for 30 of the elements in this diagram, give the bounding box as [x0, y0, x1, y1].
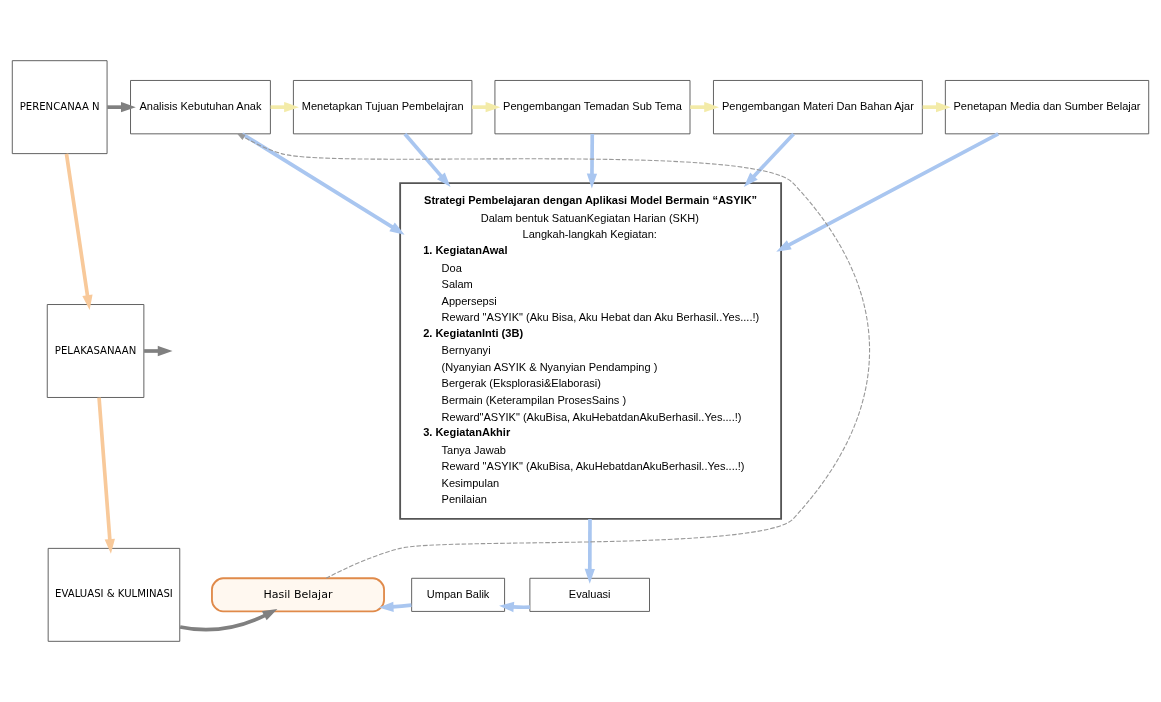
arrow	[584, 519, 595, 584]
arrow	[499, 601, 530, 613]
arrow	[97, 397, 115, 554]
arrow	[586, 133, 598, 189]
node-box: Pengembangan Materi Dan Bahan Ajar	[713, 80, 923, 135]
node-box: Pengembangan Temadan Sub Tema	[494, 80, 691, 135]
arrow	[922, 101, 951, 113]
arrow	[107, 101, 136, 113]
node-box: Evaluasi	[529, 577, 650, 612]
arrow	[776, 132, 1000, 252]
arrow	[144, 345, 173, 357]
arrow	[236, 133, 871, 579]
node-box: Strategi Pembelajaran dengan Aplikasi Model Bermain “ASYIK” Dalam bentuk SatuanKegiatan Harian (SKH) Langkah-langkah Kegiatan: 1. KegiatanAwal Doa Salam Appersepsi Reward "ASYIK" (Aku Bisa, Aku Hebat dan Aku Berhasil..Yes....!) 2. KegiatanInti (3B) Bernyanyi (Nyanyian ASYIK & Nyanyian Pendamping ) Bergerak (Eksplorasi&Elaborasi) Bermain (Keterampilan ProsesSains ) Reward"ASYIK" (AkuBisa, AkuHebatdanAkuBerhasil..Yes....!) 3. KegiatanAkhir Tanya Jawab Reward "ASYIK" (AkuBisa, AkuHebatdanAkuBerhasil..Yes....!) Kesimpulan Penilaian	[399, 182, 782, 520]
node-box: PELAKASANAAN	[46, 304, 145, 398]
arrow	[743, 132, 795, 187]
node-box: Hasil Belajar	[211, 577, 385, 613]
node-box: Umpan Balik	[411, 577, 506, 612]
node-box: Analisis Kebutuhan Anak	[130, 80, 271, 135]
node-box: Menetapkan Tujuan Pembelajran	[292, 80, 473, 135]
arrow	[472, 101, 501, 113]
arrow	[690, 101, 719, 113]
node-box: PERENCANAA N	[11, 60, 108, 155]
arrow	[179, 608, 278, 632]
node-box: EVALUASI & KULMINASI	[47, 547, 181, 642]
node-box: Penetapan Media dan Sumber Belajar	[944, 80, 1150, 135]
arrow	[270, 101, 299, 113]
arrow	[241, 132, 405, 235]
arrow	[403, 132, 451, 188]
arrow	[64, 153, 93, 310]
arrow	[378, 601, 412, 612]
